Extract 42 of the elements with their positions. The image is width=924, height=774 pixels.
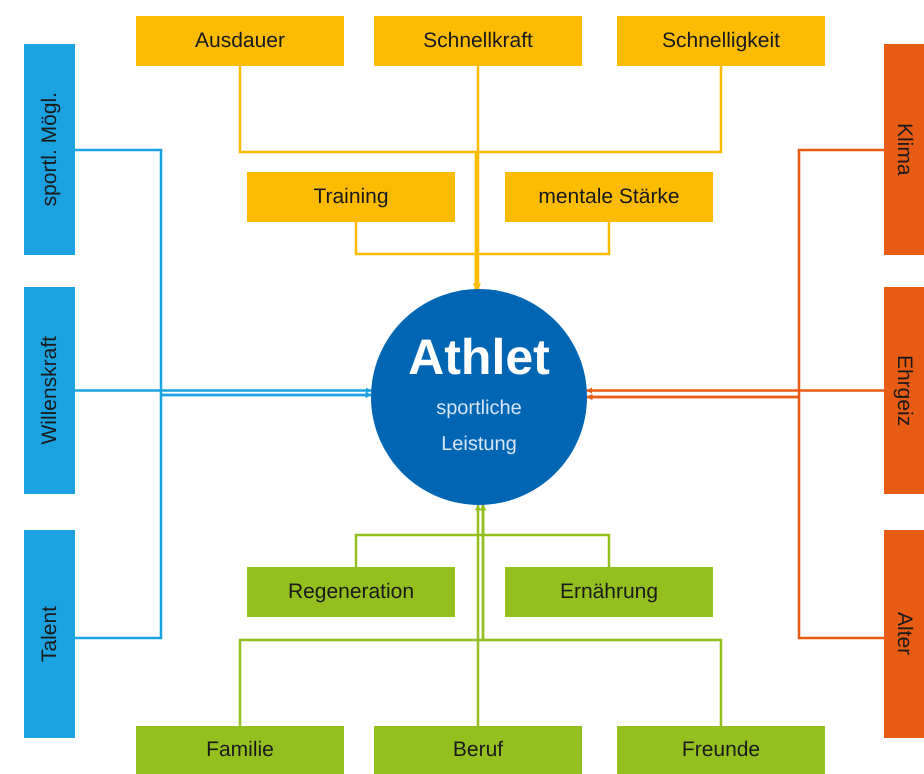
factor-box — [136, 726, 344, 774]
node-label: Talent — [36, 606, 62, 662]
arrow — [475, 66, 481, 290]
node-label: mentale Stärke — [538, 184, 680, 210]
node-label: Ausdauer — [195, 28, 285, 54]
factor-box — [505, 172, 713, 222]
factor-box — [884, 530, 924, 738]
node-label: sportl. Mögl. — [36, 92, 62, 207]
node-label: Willenskraft — [36, 336, 62, 445]
factor-box — [617, 726, 825, 774]
factor-box — [247, 172, 455, 222]
factor-box — [505, 567, 713, 617]
node-label: Freunde — [682, 737, 760, 764]
factor-box — [24, 44, 75, 255]
factor-box — [374, 726, 582, 774]
factor-box — [374, 16, 582, 66]
node-label: Regeneration — [288, 579, 414, 606]
node-label: Klima — [892, 123, 917, 176]
factor-box — [617, 16, 825, 66]
node-label: Training — [313, 184, 389, 210]
node-label: Beruf — [452, 737, 504, 764]
arrow — [473, 222, 610, 290]
factor-box — [247, 567, 455, 617]
node-title: Athlet — [408, 332, 550, 382]
factor-box — [24, 530, 75, 738]
node-label: Alter — [892, 612, 917, 656]
node-label: Schnellkraft — [423, 28, 533, 54]
arrow — [475, 504, 481, 726]
arrow — [586, 388, 884, 394]
arrow — [75, 392, 372, 640]
node-subtitle: sportliche Leistung — [435, 396, 523, 457]
factor-box — [884, 44, 924, 255]
arrow — [480, 504, 722, 726]
arrow — [75, 388, 372, 394]
factor-box — [884, 287, 924, 494]
factor-box — [24, 287, 75, 494]
node-label: Schnelligkeit — [662, 28, 780, 54]
arrow — [586, 394, 884, 640]
node-label: Ernährung — [560, 579, 658, 606]
node-label: Ehrgeiz — [892, 354, 917, 426]
node-label: Familie — [206, 737, 274, 764]
factor-box — [136, 16, 344, 66]
